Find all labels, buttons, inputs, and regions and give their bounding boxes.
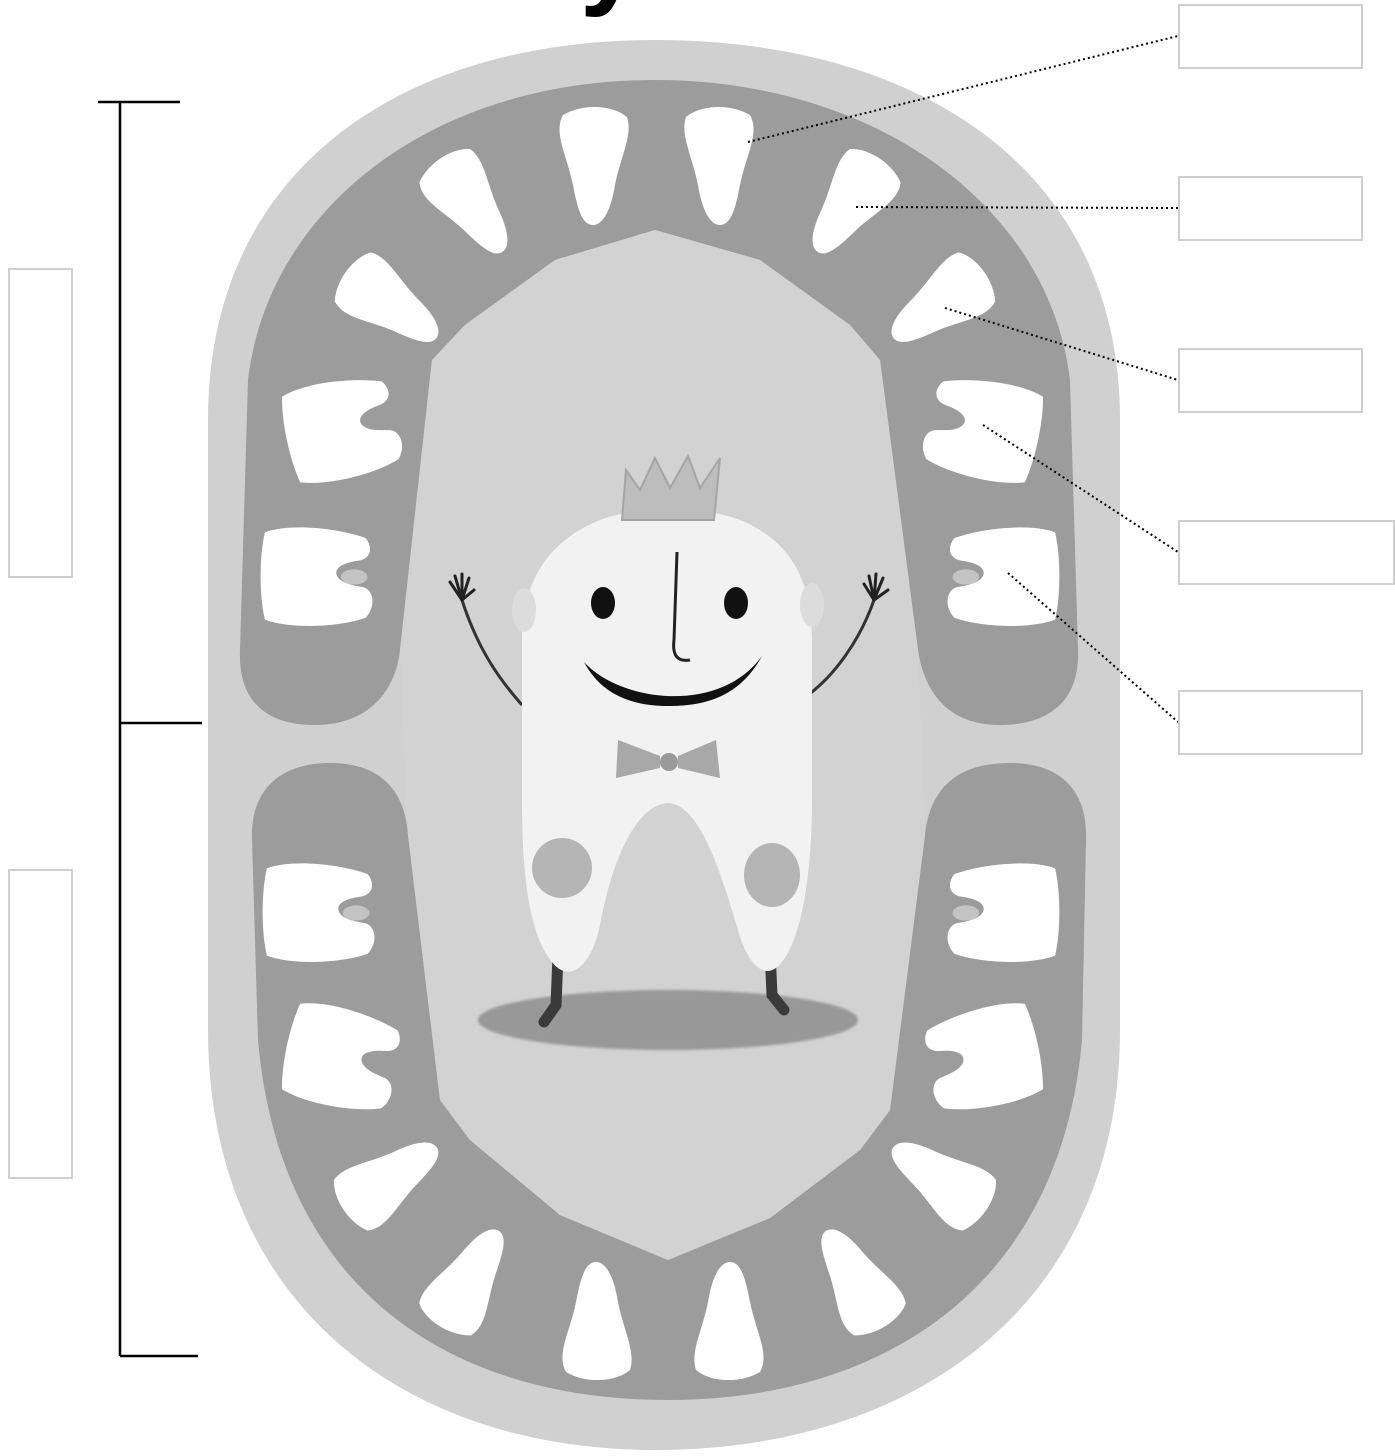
title-fragment: y xyxy=(580,0,641,18)
left-ear xyxy=(512,588,536,632)
left-knee-spot xyxy=(532,838,592,898)
lateral-incisor-label-box[interactable] xyxy=(1178,176,1363,241)
right-eye xyxy=(724,587,748,619)
central-incisor-label-box[interactable] xyxy=(1178,4,1363,69)
second-molar-label-box[interactable] xyxy=(1178,690,1363,755)
canine-label-box[interactable] xyxy=(1178,348,1363,413)
right-ear xyxy=(800,583,824,627)
upper-second-molar-left xyxy=(261,527,373,626)
jaw-bracket xyxy=(98,102,202,1356)
mascot-shadow xyxy=(478,990,858,1050)
lower-second-molar-right xyxy=(947,863,1059,962)
upper-second-molar-right xyxy=(947,527,1059,626)
first-molar-label-box[interactable] xyxy=(1178,520,1395,585)
lower-jaw-label-box[interactable] xyxy=(8,869,73,1179)
left-eye xyxy=(591,587,615,619)
right-knee-spot xyxy=(744,843,800,907)
upper-jaw-label-box[interactable] xyxy=(8,268,73,578)
lower-second-molar-left xyxy=(263,863,375,962)
